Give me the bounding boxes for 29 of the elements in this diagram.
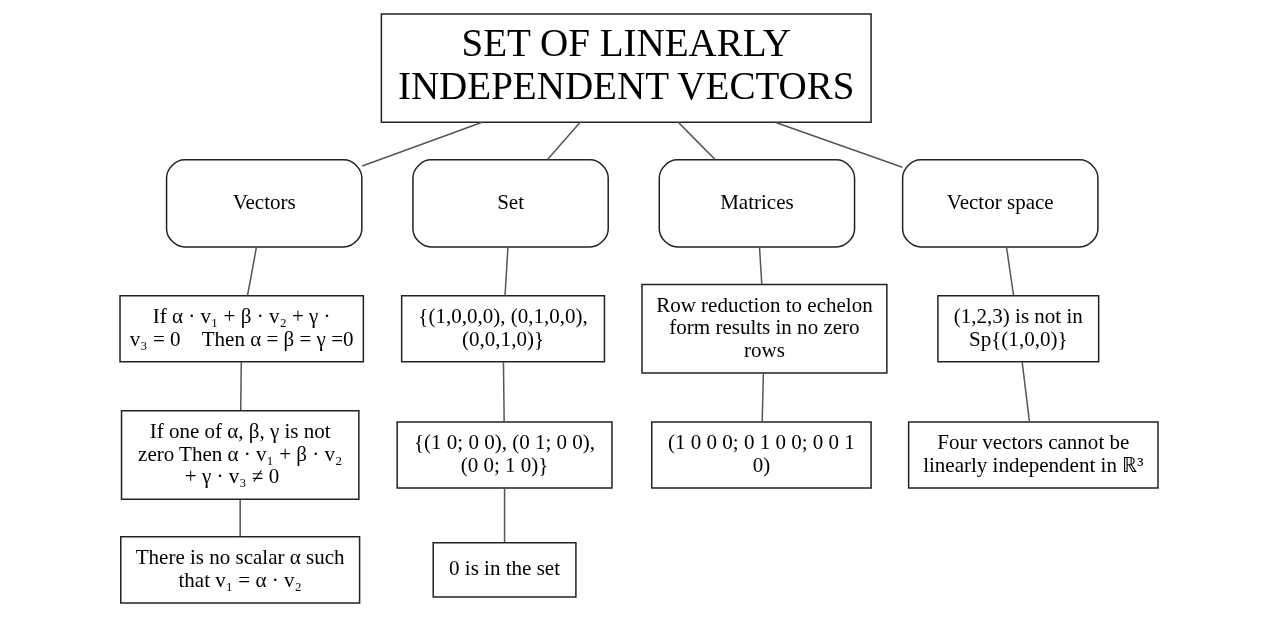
node-box: 0 is in the set [431, 542, 577, 598]
connector [760, 372, 764, 423]
node-box: {(1 0; 0 0), (0 1; 0 0), (0 0; 1 0)} [395, 421, 613, 489]
node-box: If α · v₁ + β · v₂ + γ · v₃ = 0⃗ Then α = β = γ =0 [118, 295, 364, 363]
connector [546, 121, 581, 161]
connector [361, 121, 483, 167]
connector [1005, 246, 1014, 297]
connector [246, 246, 257, 297]
connector [773, 121, 903, 168]
node-box: If one of α, β, γ is not zero Then α · v₁ + β · v₂ + γ · v₃ ≠ 0⃗ [120, 409, 360, 500]
node-box: SET OF LINEARLY INDEPENDENT VECTORS [380, 13, 872, 123]
node-box: {(1,0,0,0), (0,1,0,0), (0,0,1,0)} [400, 295, 605, 363]
connector [1020, 361, 1030, 423]
connector [758, 246, 763, 285]
node-box: (1 0 0 0; 0 1 0 0; 0 0 1 0) [650, 421, 872, 489]
connector [503, 487, 505, 543]
node-box: Row reduction to echelon form results in no zero rows [640, 283, 888, 374]
node-box: Four vectors cannot be linearly independent in ℝ³ [907, 421, 1159, 489]
connector [502, 361, 505, 423]
node-box: There is no scalar α such that v₁ = α · v₂ [119, 536, 360, 604]
node-box: (1,2,3) is not in Sp{(1,0,0)} [936, 295, 1099, 363]
node-box: Vectors [165, 159, 363, 248]
connector [677, 121, 716, 161]
connector [503, 246, 509, 297]
connector [238, 498, 241, 538]
node-box: Vector space [901, 159, 1099, 248]
node-box: Matrices [658, 159, 855, 248]
node-box: Set [411, 159, 609, 248]
connector [239, 361, 242, 411]
